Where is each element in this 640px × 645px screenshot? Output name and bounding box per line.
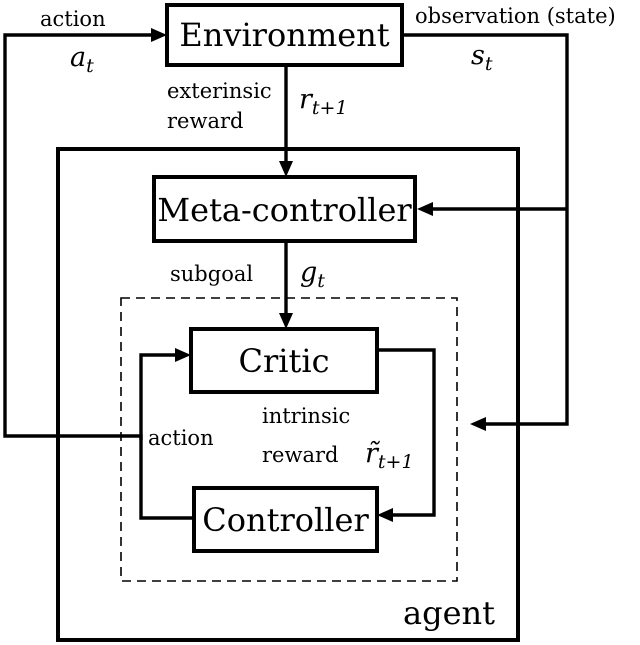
environment-box: Environment [165,3,404,67]
extrinsic-reward-label-2: reward [167,109,243,133]
dashed-controller-region [120,297,458,582]
controller-box: Controller [192,486,379,553]
extrinsic-reward-label: exterinsic [167,79,272,103]
agent-label: agent [403,594,495,632]
intrinsic-reward-arrow [377,348,436,522]
action-symbol: at [70,42,94,77]
action-to-environment-arrow [3,28,194,520]
extrinsic-reward-symbol: rt+1 [299,84,348,119]
environment-label: Environment [179,16,389,54]
agent-box [56,147,520,642]
subgoal-arrow [279,241,293,329]
critic-label: Critic [238,342,329,380]
intrinsic-reward-label: intrinsic [262,404,350,428]
observation-label: observation (state) [415,4,616,28]
observation-arrow [402,33,569,431]
intrinsic-reward-symbol: r̃t+1 [365,438,414,473]
controller-label: Controller [202,501,369,539]
meta-controller-label: Meta-controller [157,191,412,229]
intrinsic-reward-label-2: reward [262,443,338,467]
action-to-critic-arrow [139,348,191,440]
action-label-inner: action [148,426,214,450]
state-symbol: st [471,40,493,75]
extrinsic-reward-arrow [279,65,293,177]
meta-controller-box: Meta-controller [152,175,417,243]
critic-box: Critic [189,327,379,394]
goal-symbol: gt [300,257,325,292]
subgoal-label: subgoal [170,262,253,286]
action-label-top: action [40,7,106,31]
